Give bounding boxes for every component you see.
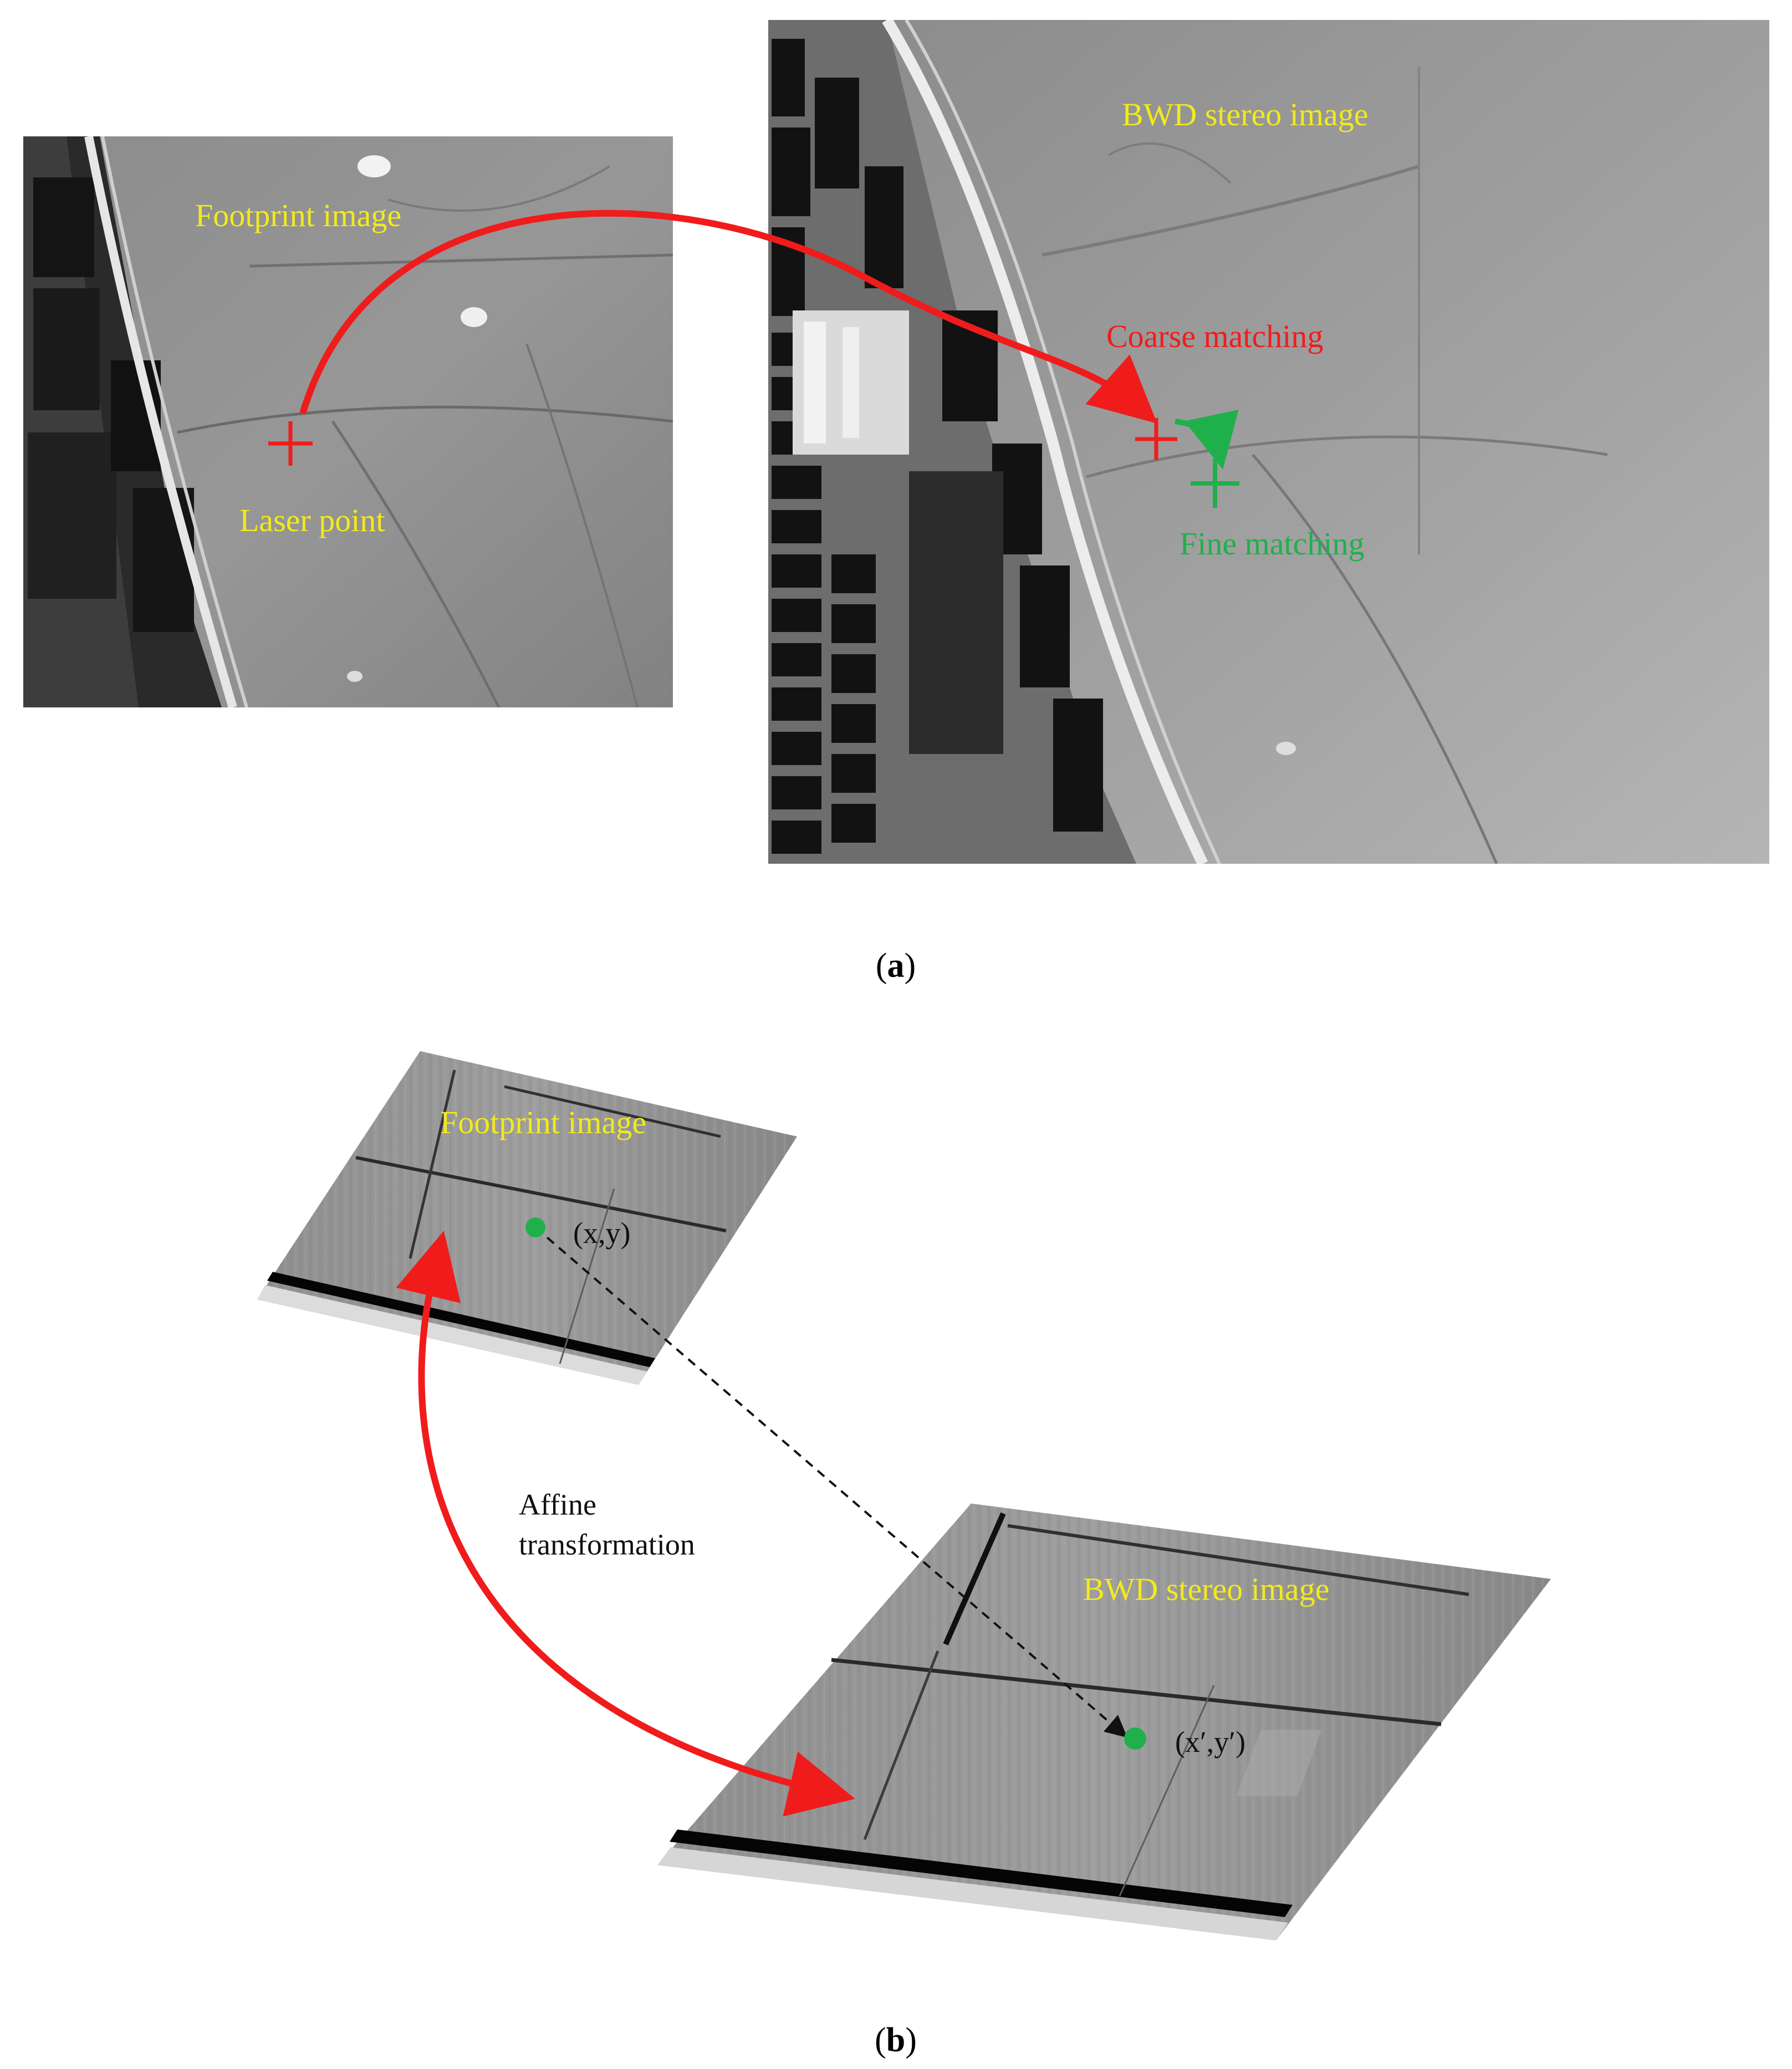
panel-b-caption: (b) [875, 2021, 917, 2059]
bwd-stereo-image-plane [657, 1504, 1551, 1940]
point-correspondence-arrow [534, 1226, 1128, 1738]
coarse-matching-arrow [299, 210, 1157, 424]
point-xy-prime-label: (x′,y′) [1175, 1725, 1245, 1759]
fine-matching-label: Fine matching [1180, 526, 1364, 562]
red-cross-icon [1135, 418, 1177, 460]
panel-b: Footprint image (x,y) BWD stereo image (… [257, 1051, 1551, 2059]
panel-a-caption: (a) [876, 947, 916, 985]
footprint-image-label: Footprint image [195, 197, 401, 233]
coarse-matching-label: Coarse matching [1106, 318, 1323, 354]
affine-transformation-arrow [396, 1230, 855, 1817]
bwd-stereo-image-label: BWD stereo image [1083, 1571, 1330, 1607]
panel-a: Footprint image Laser point BWD stereo i… [23, 20, 1769, 985]
footprint-image-label: Footprint image [440, 1104, 646, 1140]
green-dot-icon [1124, 1727, 1146, 1750]
green-dot-icon [525, 1217, 545, 1237]
red-cross-icon [268, 421, 313, 466]
footprint-image [23, 136, 673, 707]
fine-matching-arrow [1175, 409, 1239, 470]
green-cross-icon [1191, 459, 1239, 508]
bwd-stereo-image [768, 20, 1769, 864]
point-xy-label: (x,y) [573, 1216, 630, 1250]
laser-point-label: Laser point [239, 502, 385, 538]
bwd-stereo-image-label: BWD stereo image [1122, 96, 1369, 133]
footprint-image-plane [257, 1051, 797, 1385]
